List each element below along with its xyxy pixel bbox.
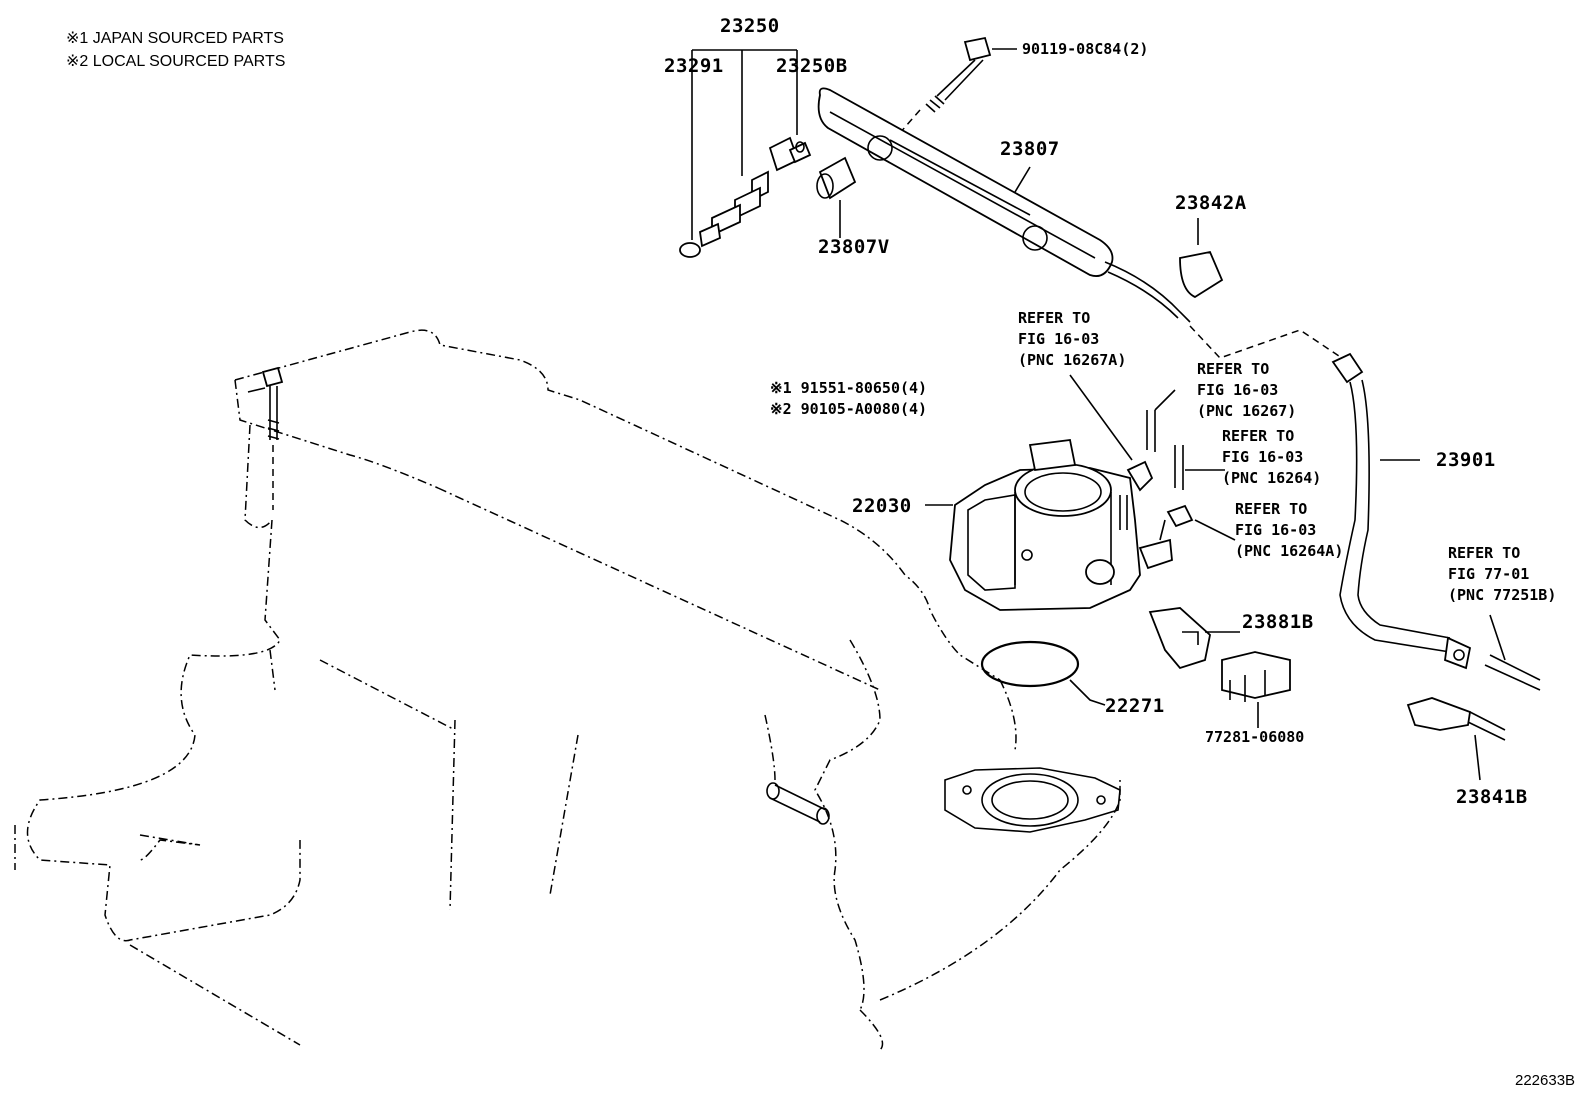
intake-flange — [944, 767, 1121, 833]
part-label-22030[interactable]: 22030 — [852, 495, 912, 517]
refer-16267a[interactable]: REFER TO FIG 16-03 (PNC 16267A) — [1018, 308, 1126, 371]
rail-bolt — [925, 36, 992, 113]
gasket-22271 — [980, 640, 1080, 688]
part-label-23841b[interactable]: 23841B — [1456, 786, 1528, 808]
refer-16267-line1: REFER TO — [1197, 360, 1270, 378]
part-label-23807[interactable]: 23807 — [1000, 138, 1060, 160]
part-label-90105[interactable]: ※2 90105-A0080(4) — [770, 400, 928, 418]
note-japan-sourced: ※1 JAPAN SOURCED PARTS — [66, 30, 284, 47]
part-label-90119[interactable]: 90119-08C84(2) — [1022, 40, 1149, 58]
refer-77251b-line2: FIG 77-01 — [1448, 565, 1530, 583]
throttle-body — [949, 439, 1173, 611]
insulator-23842a — [1179, 250, 1224, 299]
bracket-23881b — [1148, 607, 1211, 670]
fuel-injector — [679, 136, 812, 258]
clamp-23841b — [1406, 697, 1506, 741]
figure-code: 222633B — [1515, 1072, 1576, 1089]
manifold-pipe — [766, 782, 830, 825]
refer-16267a-line3: (PNC 16267A) — [1018, 351, 1127, 369]
part-label-23901[interactable]: 23901 — [1436, 449, 1496, 471]
refer-16264[interactable]: REFER TO FIG 16-03 (PNC 16264) — [1222, 426, 1321, 489]
part-label-23881b[interactable]: 23881B — [1242, 611, 1314, 633]
part-label-23291[interactable]: 23291 — [664, 55, 724, 77]
refer-16264a-line2: FIG 16-03 — [1235, 521, 1317, 539]
clamp-77281 — [1221, 651, 1291, 702]
spacer-23807v — [816, 156, 857, 200]
refer-16267[interactable]: REFER TO FIG 16-03 (PNC 16267) — [1197, 359, 1296, 422]
refer-16267a-line2: FIG 16-03 — [1018, 330, 1100, 348]
part-label-91551[interactable]: ※1 91551-80650(4) — [770, 379, 928, 397]
refer-16264a-line3: (PNC 16264A) — [1235, 542, 1344, 560]
refer-77251b[interactable]: REFER TO FIG 77-01 (PNC 77251B) — [1448, 543, 1556, 606]
refer-16264-line1: REFER TO — [1222, 427, 1295, 445]
hose-clip-16264a — [1166, 504, 1194, 528]
part-label-77281[interactable]: 77281-06080 — [1205, 728, 1305, 746]
hose-clip-16267a — [1126, 460, 1154, 492]
refer-16267a-line1: REFER TO — [1018, 309, 1091, 327]
refer-16267-line2: FIG 16-03 — [1197, 381, 1279, 399]
note-local-sourced: ※2 LOCAL SOURCED PARTS — [66, 53, 286, 70]
fuel-hose — [1331, 352, 1472, 670]
part-label-23250[interactable]: 23250 — [720, 15, 780, 37]
engine-outline — [14, 329, 1121, 1051]
refer-16264a-line1: REFER TO — [1235, 500, 1308, 518]
refer-77251b-line3: (PNC 77251B) — [1448, 586, 1557, 604]
throttle-bolt — [261, 366, 284, 440]
refer-16267-line3: (PNC 16267) — [1197, 402, 1297, 420]
refer-77251b-line1: REFER TO — [1448, 544, 1521, 562]
part-label-23807v[interactable]: 23807V — [818, 236, 890, 258]
refer-16264-line2: FIG 16-03 — [1222, 448, 1304, 466]
part-label-23250b[interactable]: 23250B — [776, 55, 848, 77]
part-label-22271[interactable]: 22271 — [1105, 695, 1165, 717]
hose-16264 — [1174, 445, 1184, 490]
refer-16264a[interactable]: REFER TO FIG 16-03 (PNC 16264A) — [1235, 499, 1343, 562]
hose-16267 — [1146, 410, 1156, 452]
refer-16264-line3: (PNC 16264) — [1222, 469, 1322, 487]
part-label-23842a[interactable]: 23842A — [1175, 192, 1247, 214]
fuel-delivery-pipe — [817, 87, 1191, 323]
